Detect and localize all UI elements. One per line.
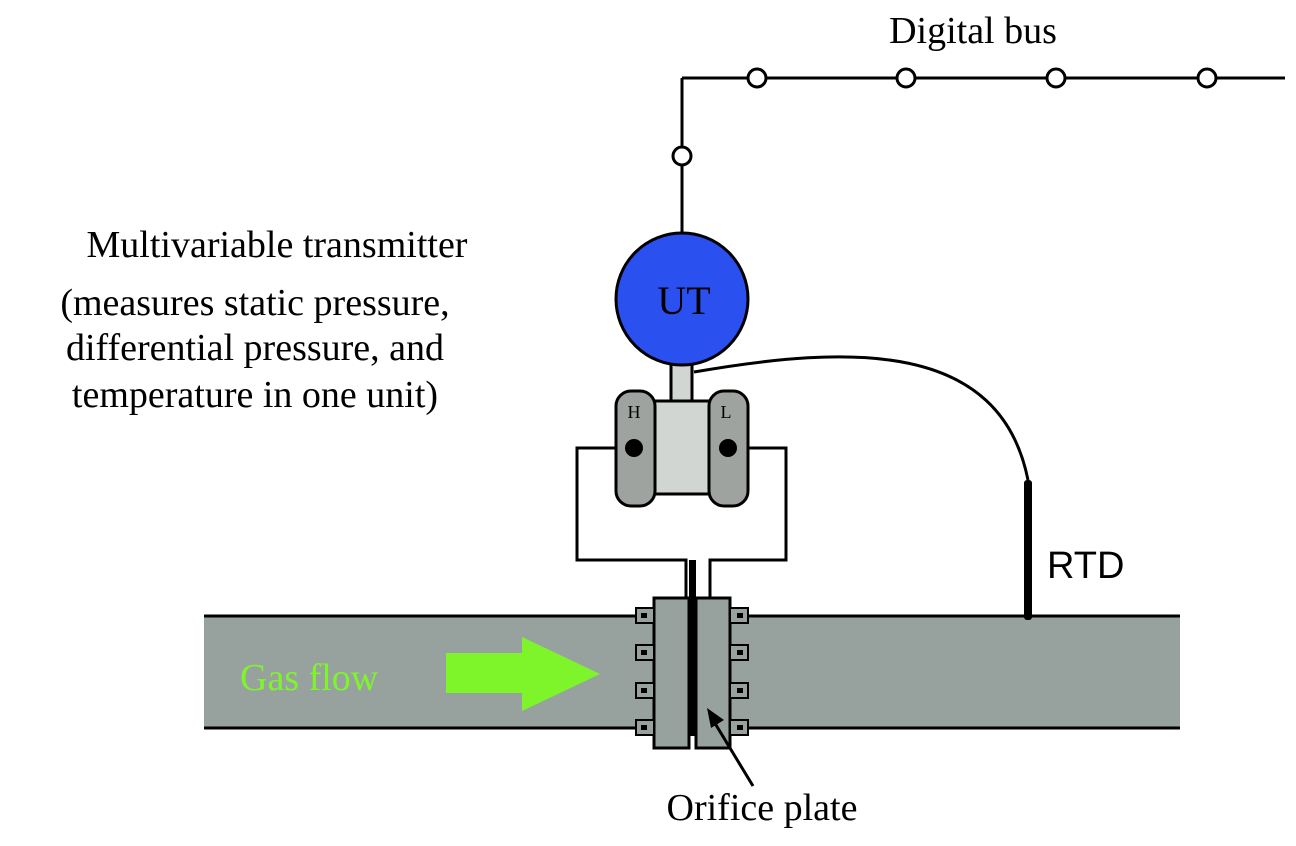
transmitter-desc-line-3: temperature in one unit) xyxy=(72,374,438,416)
transmitter-head xyxy=(614,231,750,367)
orifice-plate xyxy=(689,560,696,736)
rtd-label: RTD xyxy=(1047,545,1124,587)
transmitter-desc-line-2: differential pressure, and xyxy=(66,327,444,369)
transmitter-description: Multivariable transmitter (measures stat… xyxy=(60,224,467,416)
rtd-probe xyxy=(1024,480,1032,620)
transmitter-desc-line-1: (measures static pressure, xyxy=(60,282,449,324)
multivariable-transmitter: H L UT xyxy=(614,231,750,508)
gas-flow-label: Gas flow xyxy=(240,657,379,699)
high-port xyxy=(625,439,643,457)
flange-assembly xyxy=(635,560,749,750)
bus-node xyxy=(1045,67,1067,89)
bus-node xyxy=(1196,67,1218,89)
bus-node xyxy=(746,67,768,89)
digital-bus-label: Digital bus xyxy=(889,10,1057,52)
ut-label: UT xyxy=(657,278,710,323)
rtd-cable xyxy=(693,355,1030,481)
transmitter-body xyxy=(652,399,712,496)
high-port-label: H xyxy=(628,402,641,422)
bus-node xyxy=(895,67,917,89)
impulse-lines xyxy=(575,446,788,598)
low-port-label: L xyxy=(721,402,732,422)
orifice-plate-label: Orifice plate xyxy=(667,787,858,829)
digital-bus xyxy=(671,67,1285,232)
low-port xyxy=(719,439,737,457)
orifice-pointer-arrow xyxy=(707,708,755,787)
gas-flow-arrow xyxy=(446,637,600,711)
bus-node xyxy=(671,145,693,167)
transmitter-title: Multivariable transmitter xyxy=(87,224,468,266)
